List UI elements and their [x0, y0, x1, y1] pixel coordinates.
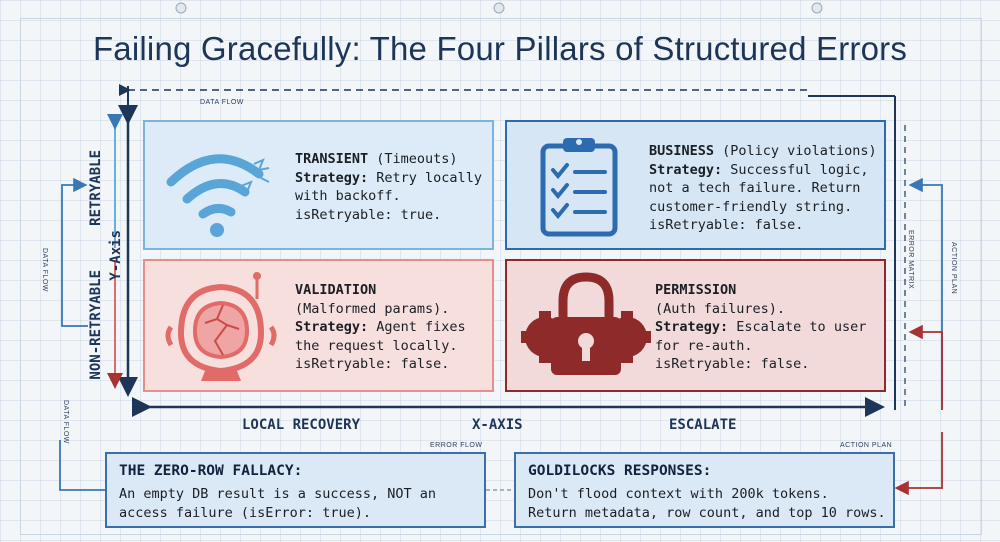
business-name: BUSINESS [649, 143, 715, 159]
quadrant-transient: TRANSIENT (Timeouts) Strategy: Retry loc… [143, 120, 494, 250]
zero-row-line1: An empty DB result is a success, NOT an [119, 486, 436, 502]
transient-strategy: Retry locally [368, 169, 482, 186]
zero-row-title: THE ZERO-ROW FALLACY: [119, 463, 303, 479]
x-axis-label: X-AXIS [472, 417, 523, 433]
goldilocks-line2: Return metadata, row count, and top 10 r… [528, 504, 886, 521]
y-axis-non-retryable-label: NON-RETRYABLE [88, 270, 104, 380]
error-flow-label: ERROR FLOW [430, 442, 483, 449]
zero-row-body: An empty DB result is a success, NOT an … [119, 485, 436, 522]
left-data-flow-lower [59, 440, 105, 491]
pin-icon [493, 2, 505, 14]
permission-strategy-label: Strategy: [655, 319, 729, 335]
quadrant-business: BUSINESS (Policy violations) Strategy: S… [505, 120, 886, 250]
validation-name: VALIDATION [295, 282, 377, 298]
x-axis-local-recovery-label: LOCAL RECOVERY [242, 417, 361, 433]
pin-icon [175, 2, 187, 14]
left-data-flow-upper [61, 177, 88, 327]
validation-text: VALIDATION (Malformed params). Strategy:… [295, 281, 466, 374]
y-axis-label: Y-Axis [108, 230, 124, 281]
zero-row-line2: access failure (isError: true). [119, 504, 371, 521]
top-data-flow-line [119, 84, 896, 410]
gear-padlock-icon [521, 272, 651, 375]
business-strategy: Successful logic, [722, 161, 869, 178]
business-text: BUSINESS (Policy violations) Strategy: S… [649, 142, 877, 235]
transient-line3: with backoff. [295, 188, 401, 204]
transient-retryable: isRetryable: true. [295, 206, 442, 223]
data-flow-label-left: DATA FLOW [41, 248, 48, 292]
clipboard-checklist-icon [540, 138, 618, 237]
action-plan-label-bottom: ACTION PLAN [840, 442, 893, 449]
quadrant-permission: PERMISSION (Auth failures). Strategy: Es… [505, 259, 886, 392]
validation-line4: the request locally. [295, 337, 458, 354]
x-axis-escalate-label: ESCALATE [669, 417, 737, 433]
y-axis-retryable-label: RETRYABLE [88, 150, 104, 226]
y-axis-arrow [107, 105, 138, 397]
cracked-helmet-icon [165, 272, 277, 381]
transient-strategy-label: Strategy: [295, 169, 369, 186]
transient-name: TRANSIENT [295, 151, 369, 167]
business-line4: customer-friendly string. [649, 198, 853, 215]
transient-text: TRANSIENT (Timeouts) Strategy: Retry loc… [295, 150, 482, 224]
transient-subtitle: (Timeouts) [368, 151, 458, 167]
goldilocks-title: GOLDILOCKS RESPONSES: [528, 463, 712, 479]
permission-name: PERMISSION [655, 282, 737, 298]
page-title: Failing Gracefully: The Four Pillars of … [92, 30, 908, 67]
data-flow-label-left-low: DATA FLOW [62, 400, 69, 444]
permission-strategy: Escalate to user [728, 319, 867, 335]
permission-subtitle: (Auth failures). [655, 300, 786, 317]
validation-retryable: isRetryable: false. [295, 356, 450, 372]
validation-strategy-label: Strategy: [295, 319, 369, 335]
goldilocks-body: Don't flood context with 200k tokens. Re… [528, 485, 886, 522]
right-action-plan-connectors [894, 177, 943, 496]
permission-text: PERMISSION (Auth failures). Strategy: Es… [655, 281, 866, 374]
permission-line4: for re-auth. [655, 337, 753, 354]
outer-frame [20, 18, 982, 535]
quadrant-validation: VALIDATION (Malformed params). Strategy:… [143, 259, 494, 392]
zero-row-fallacy-box: THE ZERO-ROW FALLACY: An empty DB result… [105, 452, 486, 528]
error-matrix-label: ERROR MATRIX [907, 230, 914, 290]
validation-subtitle: (Malformed params). [295, 300, 450, 317]
business-line3: not a tech failure. Return [649, 180, 861, 196]
business-subtitle: (Policy violations) [714, 143, 877, 159]
validation-strategy: Agent fixes [368, 319, 466, 335]
goldilocks-line1: Don't flood context with 200k tokens. [528, 486, 829, 502]
broken-wifi-icon [166, 154, 270, 237]
permission-retryable: isRetryable: false. [655, 356, 810, 372]
goldilocks-responses-box: GOLDILOCKS RESPONSES: Don't flood contex… [514, 452, 895, 528]
action-plan-label-right: ACTION PLAN [950, 242, 957, 295]
data-flow-label-top: DATA FLOW [200, 99, 244, 106]
business-strategy-label: Strategy: [649, 161, 723, 178]
pin-icon [811, 2, 823, 14]
business-retryable: isRetryable: false. [649, 217, 804, 233]
